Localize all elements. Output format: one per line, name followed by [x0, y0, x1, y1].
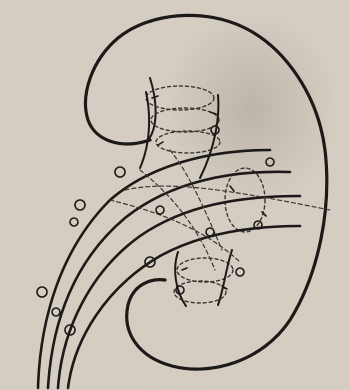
kidney-vessel-sketch: [0, 0, 349, 390]
